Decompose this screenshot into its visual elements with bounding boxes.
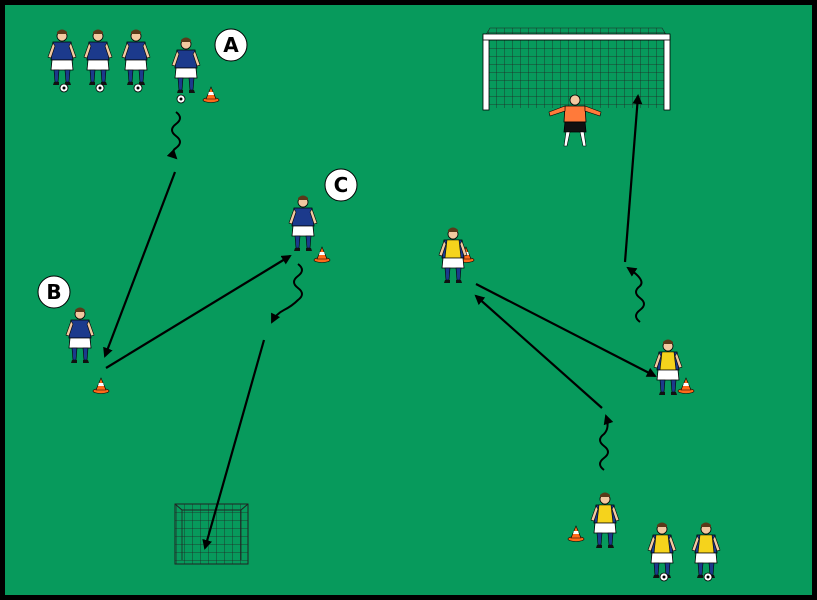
soccer-ball-icon	[176, 94, 186, 104]
soccer-ball-icon	[59, 83, 69, 93]
pass-arrow-icon	[474, 294, 603, 409]
pass-arrow-icon	[105, 254, 292, 369]
svg-text:C: C	[334, 173, 349, 197]
soccer-ball-icon	[703, 572, 713, 582]
dribble-arrow-icon	[599, 414, 614, 471]
dribble-arrow-icon	[166, 111, 181, 160]
shot-arrow-icon	[202, 339, 266, 550]
player-label-a: A	[214, 28, 248, 62]
svg-text:B: B	[46, 280, 61, 304]
pitch-surface	[5, 5, 812, 595]
soccer-ball-icon	[95, 83, 105, 93]
player-label-c: C	[324, 168, 358, 202]
svg-text:A: A	[223, 33, 239, 57]
dribble-arrow-icon	[626, 266, 645, 323]
mini-goal-icon	[174, 503, 249, 565]
soccer-ball-icon	[133, 83, 143, 93]
shot-arrow-icon	[623, 94, 643, 263]
soccer-ball-icon	[659, 572, 669, 582]
pass-arrow-icon	[475, 283, 657, 377]
player-label-b: B	[37, 275, 71, 309]
dribble-arrow-icon	[271, 263, 303, 324]
pass-arrow-icon	[103, 171, 177, 358]
